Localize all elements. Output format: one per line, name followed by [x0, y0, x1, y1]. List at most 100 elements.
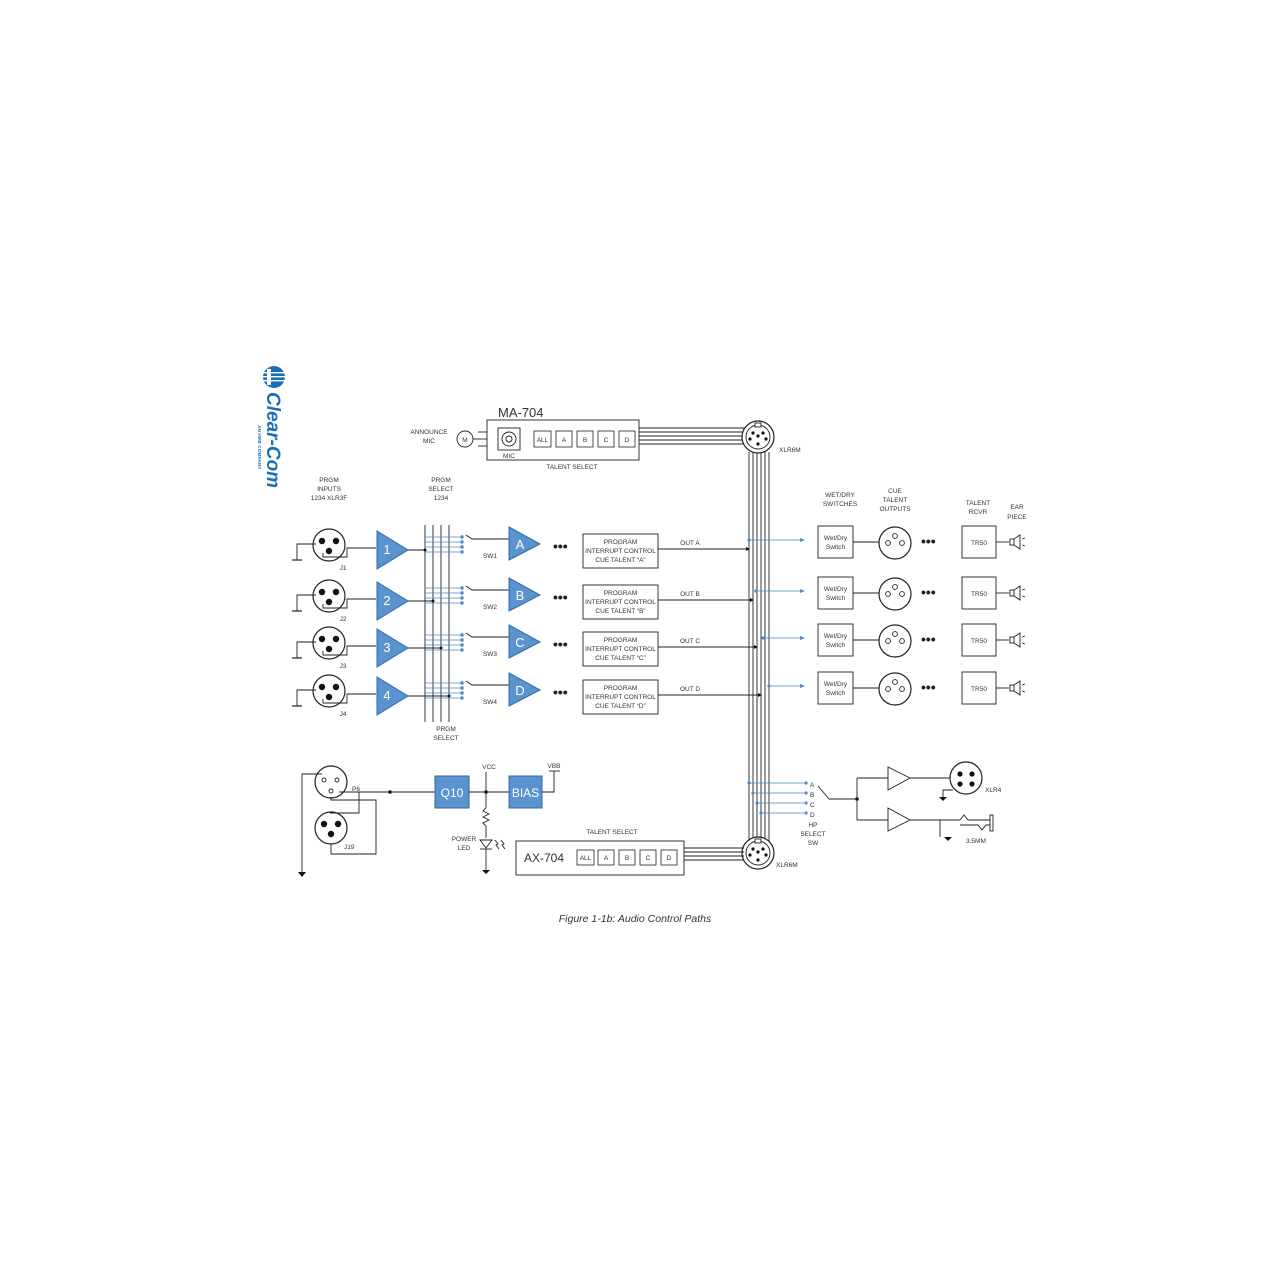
channel-amp-label: D: [515, 683, 524, 698]
input-amp-2: [376, 581, 409, 621]
input-amp-3: [376, 628, 409, 668]
svg-text:D: D: [667, 855, 672, 862]
hp-amp-lower: [887, 807, 911, 832]
ax-704-d-button[interactable]: [660, 849, 678, 866]
svg-text:A: A: [810, 782, 815, 789]
svg-text:ALL: ALL: [537, 437, 549, 444]
svg-text:EAR: EAR: [1010, 504, 1024, 511]
prgm-inputs-header: PRGM INPUTS 1234 XLR3F: [311, 477, 348, 502]
ear-piece-header: EAR PIECE: [1007, 504, 1027, 521]
ma-704-c-button[interactable]: [597, 430, 615, 448]
switch-label: SW1: [483, 553, 497, 560]
svg-text:SELECT: SELECT: [800, 831, 825, 838]
svg-text:C: C: [646, 855, 651, 862]
switch-arm-3[interactable]: [465, 632, 509, 638]
xlr6m-top-connector: XLR6M: [741, 420, 801, 454]
svg-text:Switch: Switch: [826, 690, 846, 697]
wet-dry-switch-4[interactable]: [817, 671, 854, 705]
input-amp-label: 2: [383, 593, 390, 608]
vcc-label: VCC: [482, 764, 496, 771]
switch-label: SW3: [483, 651, 497, 658]
svg-text:SELECT: SELECT: [433, 735, 458, 742]
ellipsis: •••: [921, 679, 936, 695]
ax-704-c-button[interactable]: [639, 849, 657, 866]
switch-arm-1[interactable]: [465, 534, 509, 540]
wet-dry-switch-3[interactable]: [817, 623, 854, 657]
talent-receiver-2: [961, 576, 997, 610]
svg-text:BIAS: BIAS: [512, 786, 539, 800]
ellipsis: •••: [553, 684, 568, 700]
out-label: OUT C: [680, 638, 700, 645]
switch-arm-4[interactable]: [465, 680, 509, 686]
switch-label: SW2: [483, 604, 497, 611]
svg-text:A: A: [562, 437, 567, 444]
svg-text:Wet/Dry: Wet/Dry: [824, 535, 848, 542]
svg-text:B: B: [583, 437, 587, 444]
logo-wordmark: Clear-Com: [262, 392, 283, 488]
svg-text:Wet/Dry: Wet/Dry: [824, 633, 848, 640]
ellipsis: •••: [553, 538, 568, 554]
hp-select-switch-arm[interactable]: [817, 785, 830, 800]
prgm-select-top-header: PRGM SELECT 1234: [428, 477, 453, 502]
ax-704-a-button[interactable]: [597, 849, 615, 866]
talent-rcvr-header: TALENT RCVR: [966, 500, 990, 516]
ax-704-talent-select-label: TALENT SELECT: [586, 829, 637, 836]
wet-dry-switch-2[interactable]: [817, 576, 854, 610]
svg-text:ALL: ALL: [580, 855, 592, 862]
svg-text:INTERRUPT CONTROL: INTERRUPT CONTROL: [585, 599, 656, 606]
xlr6m-bottom-label: XLR6M: [776, 862, 798, 869]
ma-704-d-button[interactable]: [618, 430, 636, 448]
ma-704-title: MA-704: [498, 405, 544, 420]
logo-tagline: AN HME COMPANY: [256, 425, 262, 470]
wet-dry-switch-1[interactable]: [817, 525, 854, 559]
ax-704-all-button[interactable]: [576, 849, 595, 866]
ma-704-a-button[interactable]: [555, 430, 573, 448]
input-jack-label: J4: [340, 711, 347, 718]
input-jack-label: J1: [340, 565, 347, 572]
resistor-icon: [481, 792, 491, 838]
ma-704-b-button[interactable]: [576, 430, 594, 448]
svg-text:HP: HP: [808, 822, 817, 829]
ma-704-all-button[interactable]: [533, 430, 552, 448]
svg-text:TR50: TR50: [971, 591, 987, 598]
cue-talent-output-1: [878, 526, 912, 560]
svg-text:PROGRAM: PROGRAM: [604, 685, 638, 692]
svg-text:CUE TALENT “A”: CUE TALENT “A”: [595, 557, 645, 564]
out-label: OUT A: [680, 540, 700, 547]
ax-704-title: AX-704: [524, 851, 564, 865]
input-xlr-1: [312, 528, 346, 562]
prgm-select-bottom-header: PRGM SELECT: [433, 726, 458, 742]
cue-talent-output-2: [878, 577, 912, 611]
svg-text:1234: 1234: [434, 495, 449, 502]
hp-amp-upper: [887, 766, 911, 791]
input-amp-4: [376, 676, 409, 716]
svg-text:PRGM: PRGM: [436, 726, 456, 733]
ellipsis: •••: [921, 533, 936, 549]
svg-text:PIECE: PIECE: [1007, 514, 1027, 521]
ax-704-unit: TALENT SELECT AX-704 ALL A B C D: [515, 829, 744, 876]
input-amp-1: [376, 530, 409, 570]
svg-text:PRGM: PRGM: [431, 477, 451, 484]
headphone-jack-icon: [959, 814, 994, 832]
svg-text:TR50: TR50: [971, 540, 987, 547]
cue-talent-outputs-header: CUE TALENT OUTPUTS: [879, 488, 911, 513]
svg-text:C: C: [604, 437, 609, 444]
svg-text:CUE TALENT “D”: CUE TALENT “D”: [595, 703, 646, 710]
xlr6m-bottom-connector: XLR6M: [741, 836, 798, 870]
svg-text:CUE: CUE: [888, 488, 902, 495]
channel-amp-label: C: [515, 635, 524, 650]
out-label: OUT D: [680, 686, 700, 693]
switch-arm-2[interactable]: [465, 585, 509, 591]
clear-com-globe-icon: [263, 366, 285, 388]
ear-piece-speaker-icon: [1009, 534, 1026, 550]
svg-text:Q10: Q10: [441, 786, 464, 800]
mic-label: MIC: [503, 453, 515, 460]
program-interrupt-box-2: [582, 584, 659, 620]
clear-com-logo: Clear-Com AN HME COMPANY: [256, 366, 285, 488]
svg-text:TR50: TR50: [971, 638, 987, 645]
svg-text:TR50: TR50: [971, 686, 987, 693]
ax-704-b-button[interactable]: [618, 849, 636, 866]
